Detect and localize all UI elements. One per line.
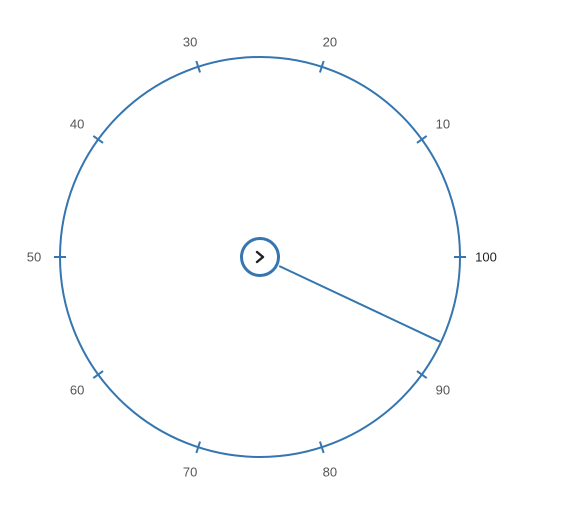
center-chevron-button[interactable]: [240, 237, 280, 277]
dial-tick-label-70: 70: [182, 464, 198, 480]
dial-tick-40: [92, 135, 104, 144]
chevron-right-icon: [253, 250, 267, 264]
dial-tick-label-90: 90: [435, 382, 451, 398]
dial-tick-label-20: 20: [322, 34, 338, 50]
dial-tick-label-30: 30: [182, 34, 198, 50]
dial-tick-90: [416, 370, 428, 379]
dial-tick-label-40: 40: [69, 116, 85, 132]
dial-tick-label-50: 50: [26, 249, 42, 265]
dial-tick-20: [318, 60, 325, 73]
dial-tick-60: [92, 370, 104, 379]
dial-tick-label-100: 100: [475, 249, 497, 265]
dial-tick-10: [416, 135, 428, 144]
dial-tick-70: [195, 441, 202, 454]
dial-tick-label-10: 10: [435, 116, 451, 132]
dial-ticks: [54, 60, 466, 454]
dial-tick-80: [318, 441, 325, 454]
dial-tick-30: [195, 60, 202, 73]
dial-tick-label-80: 80: [322, 464, 338, 480]
dial-tick-label-60: 60: [69, 382, 85, 398]
dial-needle[interactable]: [278, 265, 441, 343]
